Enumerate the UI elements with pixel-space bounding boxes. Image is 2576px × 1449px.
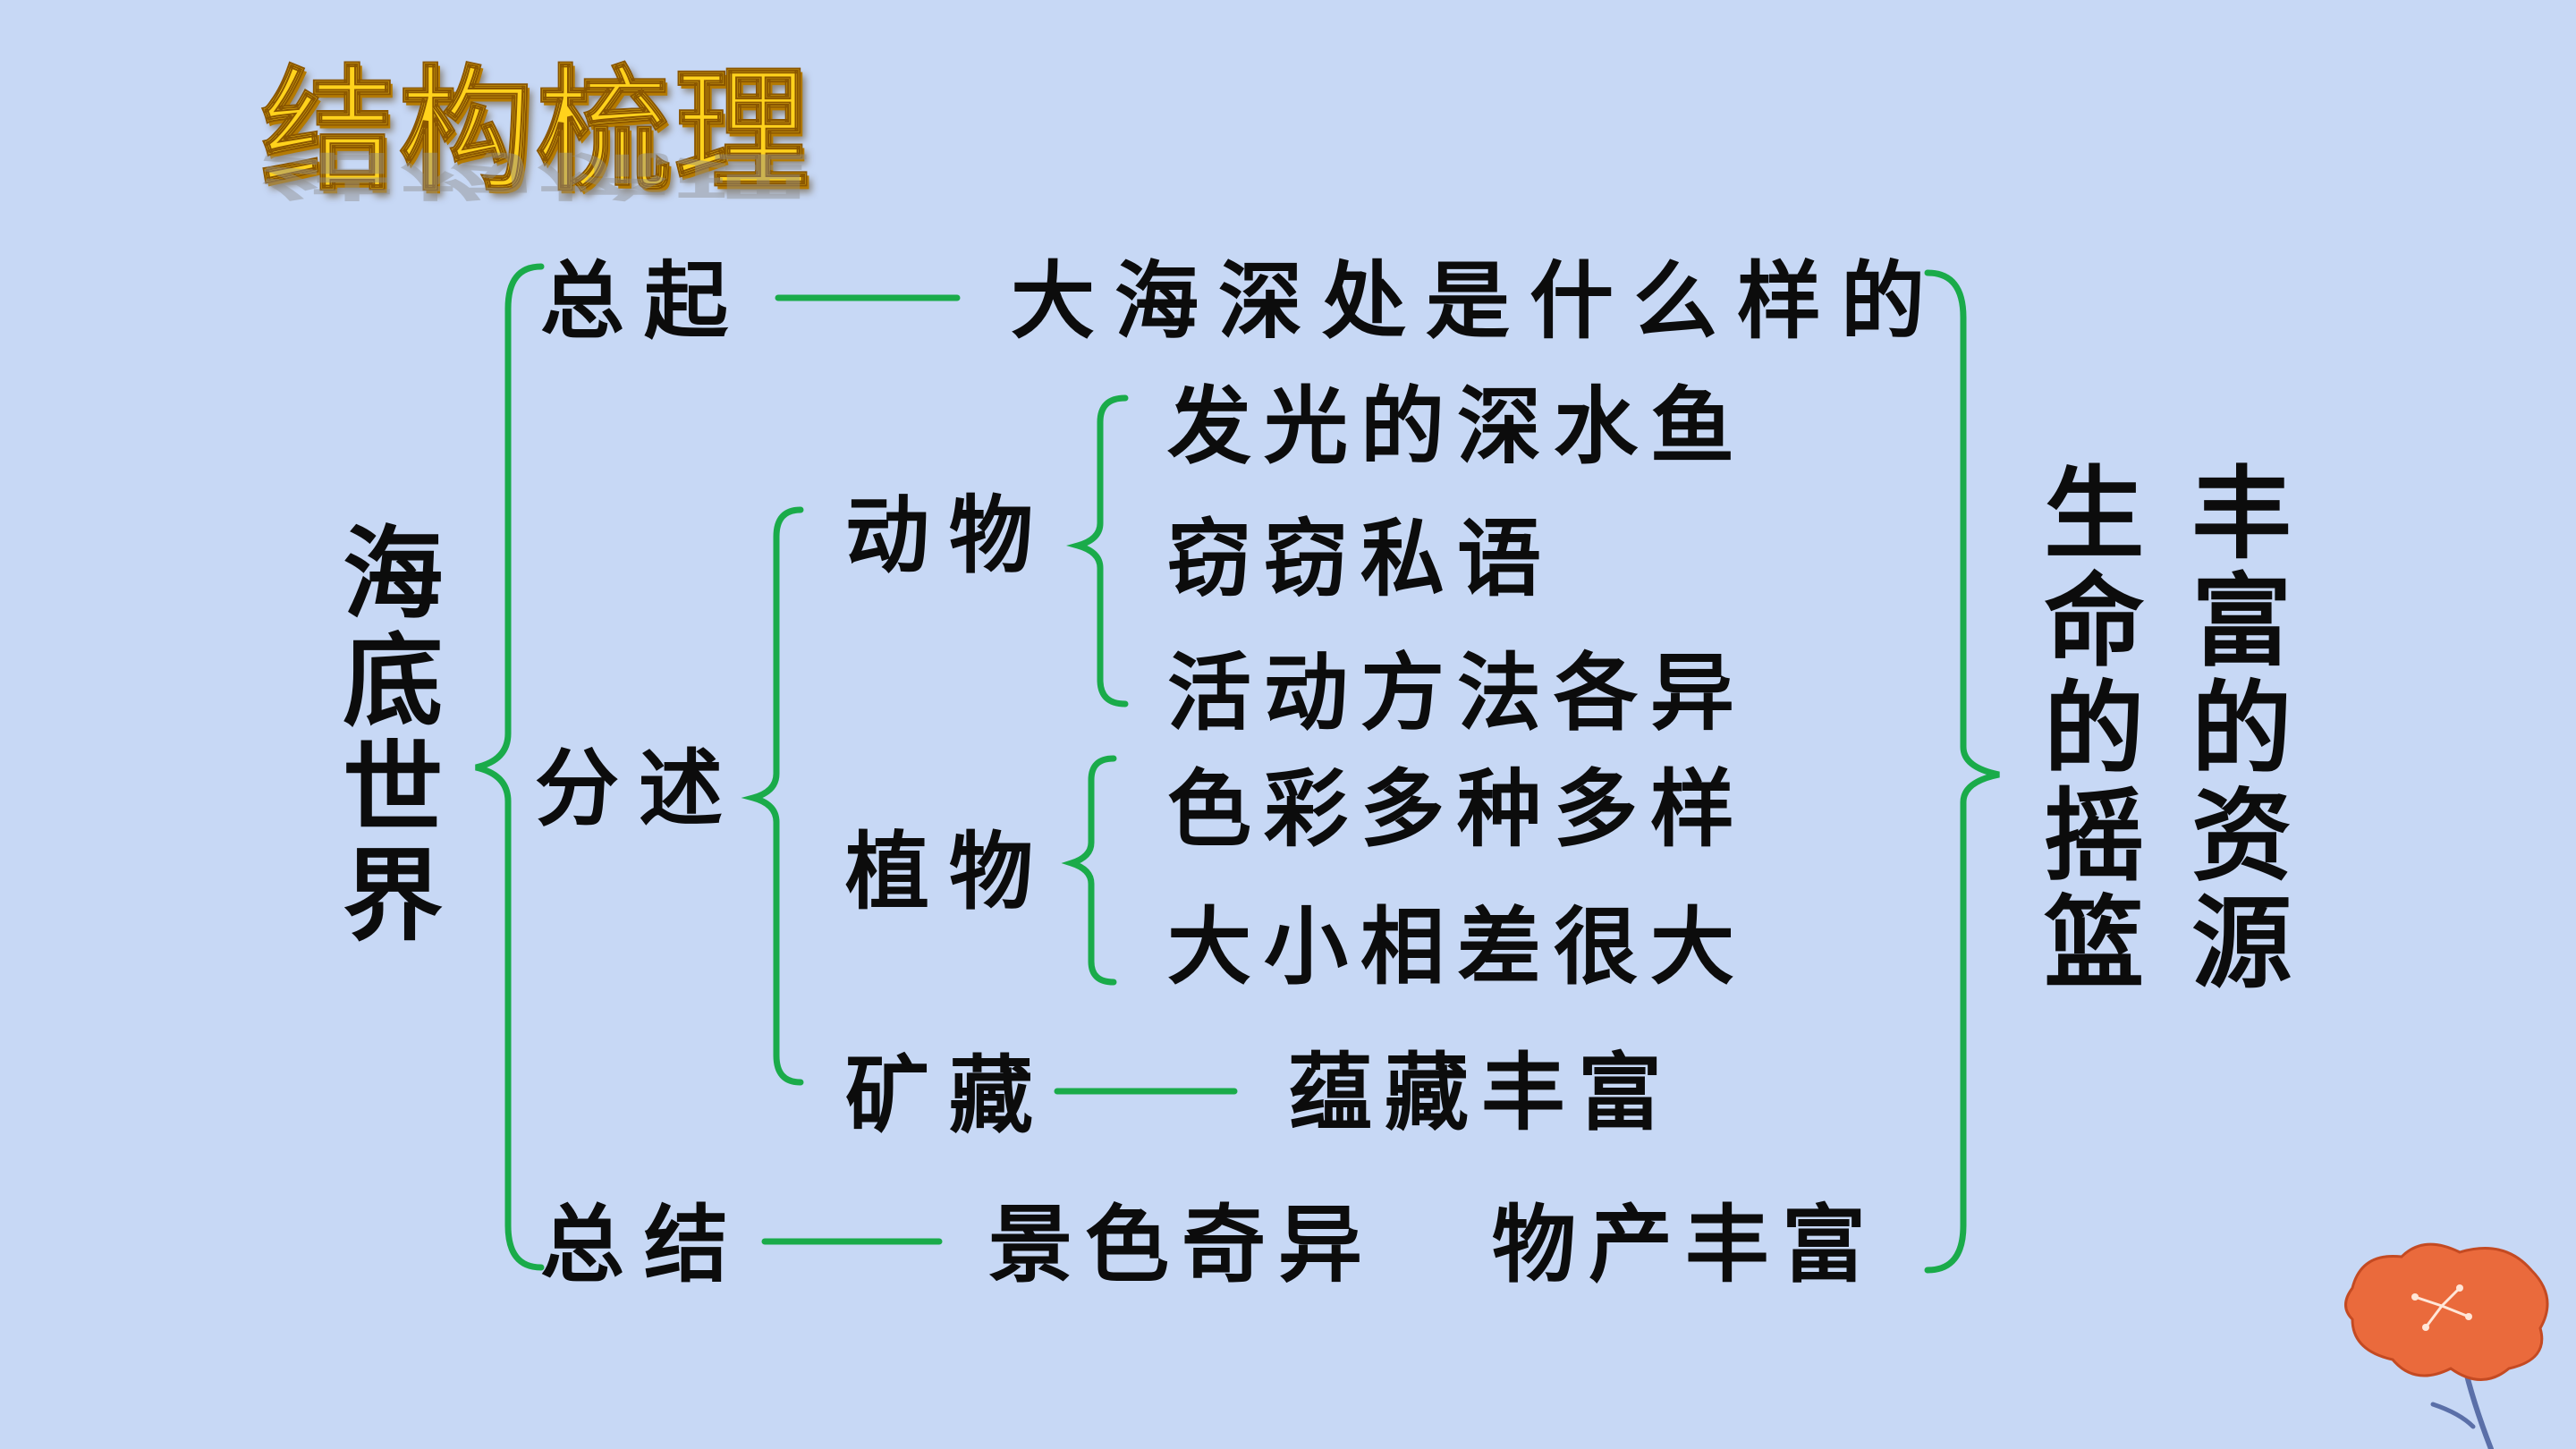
summary-col-2: 丰富的资源	[2174, 461, 2292, 997]
animals-label: 动物	[845, 487, 1054, 585]
plants-item-1: 色彩多种多样	[1167, 760, 1748, 859]
root-brace	[475, 263, 545, 1271]
animals-item-2: 窃窃私语	[1167, 510, 1555, 608]
intro-label: 总起	[540, 252, 749, 351]
plants-brace	[1061, 755, 1117, 986]
summary-brace	[1924, 269, 2000, 1274]
intro-content: 大海深处是什么样的	[1011, 252, 1945, 351]
slide-title: 结构梳理	[260, 54, 813, 209]
plants-item-2: 大小相差很大	[1167, 898, 1748, 996]
body-label: 分述	[535, 740, 743, 838]
animals-brace	[1066, 394, 1129, 708]
minerals-content: 蕴藏丰富	[1288, 1044, 1675, 1142]
minerals-label: 矿藏	[845, 1046, 1054, 1145]
flower-icon	[2344, 1242, 2549, 1449]
conclusion-content-2: 物产丰富	[1492, 1196, 1879, 1294]
body-brace	[741, 506, 804, 1086]
animals-item-1: 发光的深水鱼	[1167, 377, 1748, 476]
conclusion-label: 总结	[540, 1196, 749, 1294]
summary-col-1: 生命的摇篮	[2027, 461, 2145, 997]
conclusion-content-1: 景色奇异	[988, 1196, 1376, 1294]
plants-label: 植物	[845, 823, 1054, 921]
root-label: 海底世界	[326, 521, 444, 950]
animals-item-3: 活动方法各异	[1167, 644, 1748, 742]
